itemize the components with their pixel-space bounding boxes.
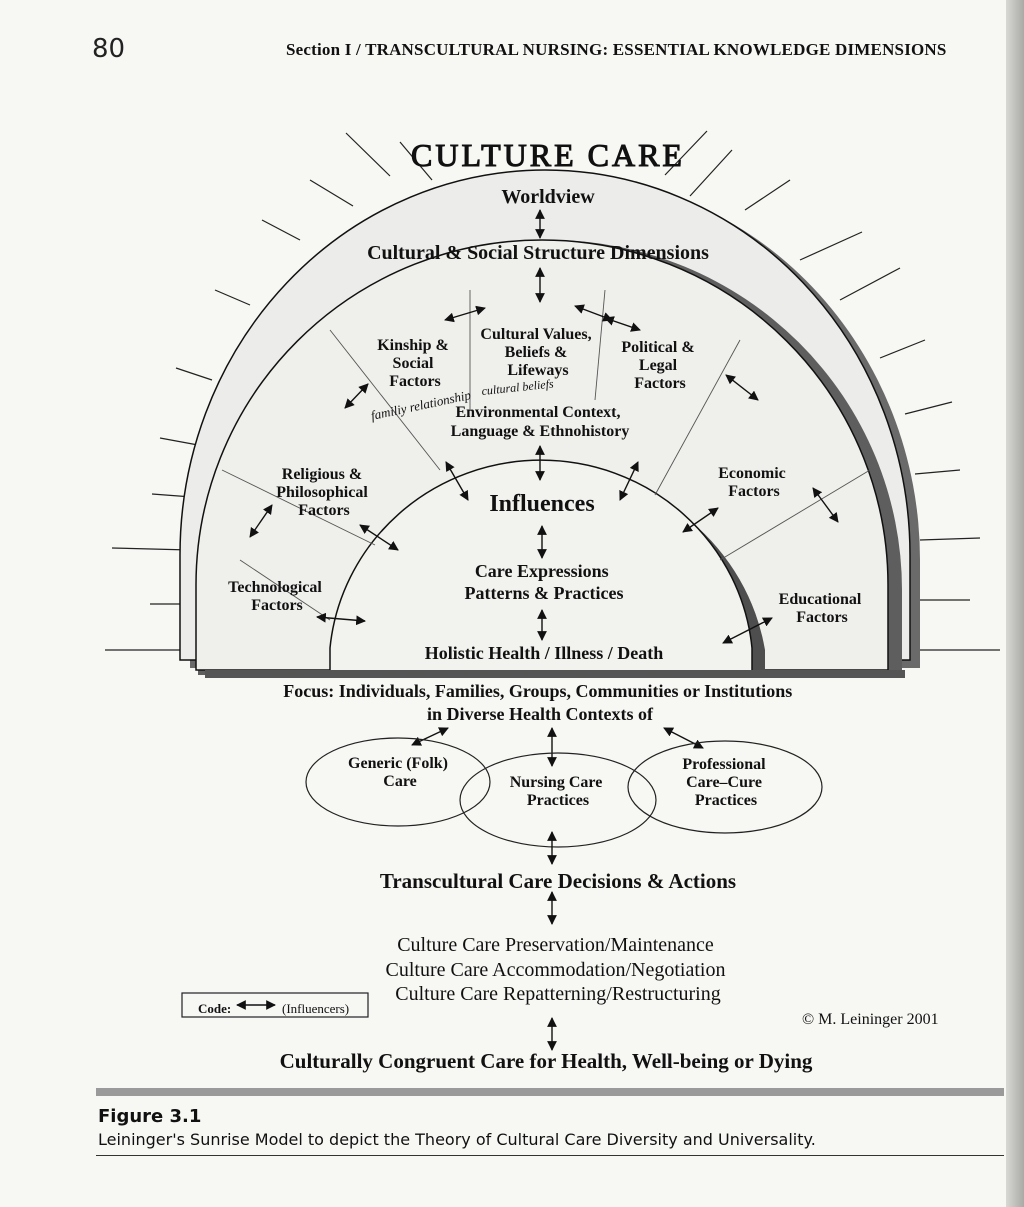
- generic-care-label: Generic (Folk) Care: [348, 755, 452, 790]
- code-legend-box: [181, 992, 369, 1018]
- educational-factors-label: Educational Factors: [779, 591, 866, 626]
- caption-rule: [96, 1155, 1004, 1156]
- outcome-label: Culturally Congruent Care for Health, We…: [280, 1049, 813, 1073]
- professional-care-ellipse: [627, 740, 823, 834]
- inner-dome: [329, 459, 753, 673]
- cultural-social-structure-label: Cultural & Social Structure Dimensions: [367, 242, 709, 264]
- kinship-factors-label: Kinship & Social Factors: [377, 337, 453, 390]
- holistic-health-label: Holistic Health / Illness / Death: [425, 643, 664, 663]
- generic-care-ellipse: [305, 737, 491, 827]
- nursing-care-ellipse: [459, 752, 657, 848]
- technological-factors-label: Technological Factors: [228, 579, 326, 614]
- code-legend-label: Code:: [198, 1001, 231, 1016]
- nursing-care-label: Nursing Care Practices: [510, 774, 607, 809]
- culture-care-modes: Culture Care Preservation/Maintenance Cu…: [386, 934, 731, 1005]
- influences-label: Influences: [489, 491, 594, 517]
- decisions-label: Transcultural Care Decisions & Actions: [380, 869, 736, 893]
- environmental-context-label: Environmental Context, Language & Ethnoh…: [451, 404, 630, 440]
- religious-factors-label: Religious & Philosophical Factors: [276, 466, 372, 519]
- caption-divider: [96, 1088, 1004, 1096]
- worldview-label: Worldview: [501, 186, 595, 208]
- professional-care-label: Professional Care–Cure Practices: [682, 756, 769, 809]
- page-number: 80: [92, 34, 126, 64]
- care-expressions-label: Care Expressions Patterns & Practices: [465, 561, 624, 603]
- copyright: © M. Leininger 2001: [802, 1011, 939, 1028]
- cultural-values-label: Cultural Values, Beliefs & Lifeways: [480, 326, 595, 379]
- page-edge-shadow: [1006, 0, 1024, 1207]
- running-head: Section I / TRANSCULTURAL NURSING: ESSEN…: [286, 40, 947, 59]
- focus-label: Focus: Individuals, Families, Groups, Co…: [283, 681, 796, 724]
- figure-caption-text: Leininger's Sunrise Model to depict the …: [98, 1130, 816, 1149]
- focus-arrows: [411, 727, 704, 767]
- political-legal-factors-label: Political & Legal Factors: [621, 339, 698, 392]
- diagram-title: CULTURE CARE: [411, 137, 685, 173]
- code-legend-meaning: (Influencers): [282, 1001, 349, 1016]
- base-bar: [205, 670, 905, 678]
- figure-caption-title: Figure 3.1: [98, 1106, 202, 1127]
- influence-arrows: [249, 209, 839, 644]
- economic-factors-label: Economic Factors: [718, 465, 790, 500]
